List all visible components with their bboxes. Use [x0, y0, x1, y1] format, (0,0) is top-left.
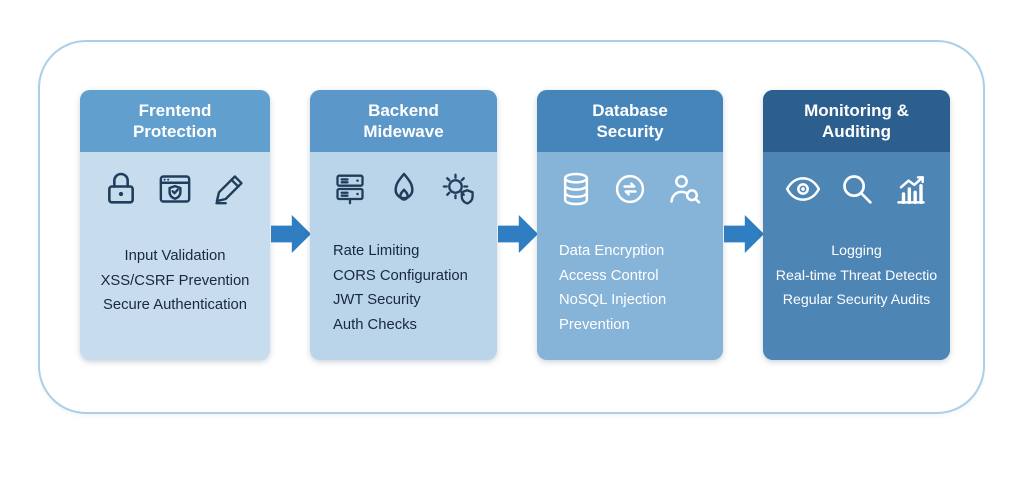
sync-icon [610, 169, 650, 209]
stage-item: CORS Configuration [333, 267, 468, 284]
stage-title-line: Auditing [822, 122, 891, 141]
stage-item: Logging [831, 243, 882, 259]
stage-title-line: Database [592, 100, 668, 120]
chart-icon [891, 169, 931, 209]
stage-title-line: Midewave [363, 122, 444, 141]
stage-item: Auth Checks [333, 316, 417, 333]
stage-items: Rate Limiting CORS Configuration JWT Sec… [310, 239, 497, 337]
stage-title-line: Monitoring & [804, 100, 909, 120]
flame-icon [384, 169, 424, 209]
icon-row [763, 167, 950, 211]
stage-items: Input Validation XSS/CSRF Prevention Sec… [80, 244, 270, 318]
stage-item: Rate Limiting [333, 243, 420, 259]
lock-icon [101, 169, 141, 209]
stage-item: Input Validation [124, 248, 226, 264]
stage-item: Prevention [559, 316, 630, 333]
stage-title-line: Backend [368, 100, 439, 120]
stage-backend-middleware: Backend Midewave [310, 90, 497, 360]
stage-item: Real-time Threat Detectio [775, 267, 938, 284]
server-stack-icon [330, 169, 370, 209]
eye-icon [783, 169, 823, 209]
stage-title-line: Protection [132, 122, 218, 141]
stage-item: NoSQL Injection [559, 292, 667, 308]
stage-item: Access Control [559, 267, 659, 284]
magnifier-icon [837, 169, 877, 209]
stage-item: Secure Authentication [103, 297, 247, 313]
icon-row [80, 167, 270, 211]
database-icon [556, 169, 596, 209]
stage-item: JWT Security [333, 292, 421, 308]
stage-items: Data Encryption Access Control NoSQL Inj… [537, 239, 723, 337]
user-search-icon [664, 169, 704, 209]
stage-header: Database Security [537, 90, 723, 152]
stage-monitoring-auditing: Monitoring & Auditing [763, 90, 950, 360]
stage-title-line: Security [596, 122, 664, 141]
stage-header: Backend Midewave [310, 90, 497, 152]
stage-item: Regular Security Audits [782, 292, 931, 308]
stage-database-security: Database Security [537, 90, 723, 360]
signature-pen-icon [209, 169, 249, 209]
stage-item: XSS/CSRF Prevention [100, 272, 250, 289]
browser-shield-icon [155, 169, 195, 209]
icon-row [310, 167, 497, 211]
stage-items: Logging Real-time Threat Detectio Regula… [763, 239, 950, 313]
stage-header: Monitoring & Auditing [763, 90, 950, 152]
stage-header: Frentend Protection [80, 90, 270, 152]
stage-frontend-protection: Frentend Protection [80, 90, 270, 360]
gear-shield-icon [438, 169, 478, 209]
stage-item: Data Encryption [559, 243, 665, 259]
stage-title-line: Frentend [138, 100, 212, 120]
icon-row [537, 167, 723, 211]
